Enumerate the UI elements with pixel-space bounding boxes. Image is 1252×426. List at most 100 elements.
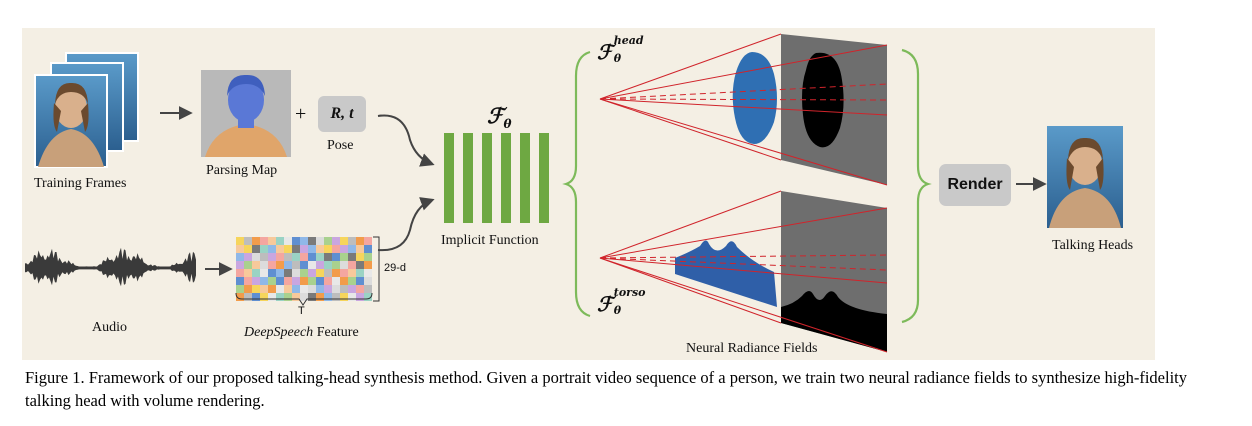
feature-cell [244,237,252,245]
feature-cell [252,261,260,269]
feature-cell [268,269,276,277]
feature-cell [332,245,340,253]
feature-cell [348,261,356,269]
f-head-superscript: head [613,34,644,47]
audio-label: Audio [92,320,127,335]
feature-cell [324,269,332,277]
feature-cell [268,285,276,293]
parsing-map-label: Parsing Map [206,163,278,178]
feature-cell [252,237,260,245]
feature-cell [292,293,300,301]
feature-cell [268,245,276,253]
audio-waveform [25,247,196,287]
f-torso-theta: θ [613,304,622,317]
feature-cell [276,253,284,261]
feature-cell [324,253,332,261]
feature-cell [316,285,324,293]
feature-cell [364,245,372,253]
feature-cell [308,277,316,285]
feature-cell [348,253,356,261]
feature-cell [260,261,268,269]
feature-cell [340,269,348,277]
feature-cell [308,253,316,261]
feature-cell [284,285,292,293]
feature-cell [292,245,300,253]
head-density-volume [732,52,777,144]
training-frames-stack [34,52,139,168]
feature-cell [364,285,372,293]
feature-cell [324,237,332,245]
feature-cell [356,269,364,277]
feature-cell [308,285,316,293]
feature-cell [316,245,324,253]
deepspeech-feature-label: DeepSpeech Feature [244,325,359,341]
figure-caption: Figure 1. Framework of our proposed talk… [25,368,1188,410]
feature-cell [284,245,292,253]
theta-subscript: θ [503,117,512,132]
feature-cell [324,285,332,293]
feature-cell [260,237,268,245]
feature-cell [348,269,356,277]
f-torso-superscript: torso [613,286,646,299]
implicit-function-bars [444,133,549,223]
feature-cell [268,253,276,261]
feature-cell [276,245,284,253]
feature-cell [316,261,324,269]
feature-cell [364,253,372,261]
feature-cell [268,261,276,269]
feature-cell [348,245,356,253]
torso-rays [599,190,888,353]
feature-cell [316,269,324,277]
feature-cell [284,293,292,301]
feature-cell [308,245,316,253]
torso-silhouette [781,290,887,352]
feature-cell [244,285,252,293]
training-frames-label: Training Frames [34,176,127,191]
feature-cell [324,293,332,301]
feature-dim-brace [373,236,380,302]
feature-cell [332,285,340,293]
feature-cell [348,237,356,245]
feature-cell [340,253,348,261]
feature-cell [340,237,348,245]
feature-cell [252,285,260,293]
training-frame-portrait [38,82,104,167]
feature-cell [364,269,372,277]
feature-cell [244,277,252,285]
implicit-function-label: Implicit Function [441,233,539,248]
feature-cell [356,277,364,285]
feature-cell [300,269,308,277]
feature-cell [324,277,332,285]
feature-cell [300,277,308,285]
arrow-pose-to-function [377,114,435,167]
feature-cell [356,253,364,261]
deepspeech-feature-grid [236,237,372,301]
feature-cell [292,269,300,277]
feature-cell [332,277,340,285]
feature-cell [308,269,316,277]
feature-cell [348,277,356,285]
feature-cell [260,269,268,277]
feature-cell [276,285,284,293]
feature-cell [300,245,308,253]
feature-cell [332,293,340,301]
feature-cell [284,253,292,261]
feature-cell [332,269,340,277]
feature-cell [292,253,300,261]
feature-cell [340,277,348,285]
feature-cell [260,245,268,253]
feature-cell [252,293,260,301]
feature-cell [324,245,332,253]
feature-cell [340,261,348,269]
feature-dim-label: 29-d [384,262,407,274]
feature-cell [340,245,348,253]
feature-cell [276,269,284,277]
feature-cell [356,261,364,269]
feature-cell [292,285,300,293]
feature-cell [348,285,356,293]
feature-cell [292,277,300,285]
feature-cell [252,277,260,285]
neural-radiance-fields-label: Neural Radiance Fields [686,341,818,356]
head-rays [599,33,888,186]
